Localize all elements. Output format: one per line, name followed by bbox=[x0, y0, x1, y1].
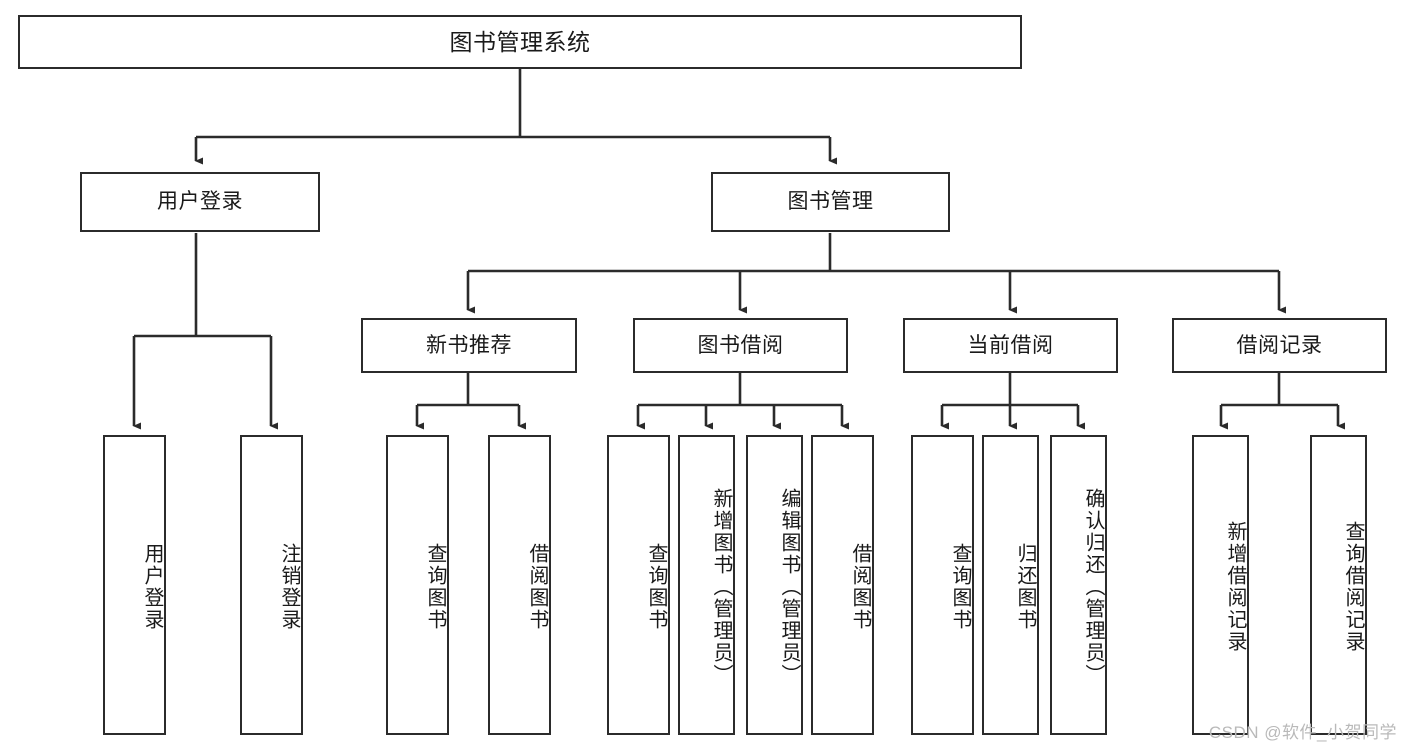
leaf-label: 编辑图书（管理员） bbox=[778, 488, 800, 686]
leaf-new-book-borrow-book[interactable]: 借阅图书 bbox=[488, 435, 551, 735]
leaf-book-borrow-borrow-book[interactable]: 借阅图书 bbox=[811, 435, 874, 735]
leaf-current-borrow-query-book[interactable]: 查询图书 bbox=[911, 435, 974, 735]
leaf-book-borrow-query-book[interactable]: 查询图书 bbox=[607, 435, 670, 735]
csdn-watermark: CSDN @软件_小贺同学 bbox=[1208, 723, 1397, 742]
leaf-label: 确认归还（管理员） bbox=[1082, 488, 1104, 686]
leaf-label: 新增借阅记录 bbox=[1224, 521, 1246, 653]
leaf-user-login-logout[interactable]: 注销登录 bbox=[240, 435, 303, 735]
leaf-borrow-record-add-record[interactable]: 新增借阅记录 bbox=[1192, 435, 1249, 735]
leaf-label: 查询图书 bbox=[424, 543, 446, 631]
leaf-borrow-record-query-record[interactable]: 查询借阅记录 bbox=[1310, 435, 1367, 735]
leaf-label: 归还图书 bbox=[1014, 543, 1036, 631]
leaf-label: 查询图书 bbox=[645, 543, 667, 631]
leaf-label: 新增图书（管理员） bbox=[710, 488, 732, 686]
leaf-label: 注销登录 bbox=[278, 543, 300, 631]
node-book-borrow[interactable]: 图书借阅 bbox=[633, 318, 848, 373]
leaf-label: 查询图书 bbox=[949, 543, 971, 631]
leaf-label: 借阅图书 bbox=[526, 543, 548, 631]
node-root-system[interactable]: 图书管理系统 bbox=[18, 15, 1022, 69]
node-new-book-recommend[interactable]: 新书推荐 bbox=[361, 318, 577, 373]
leaf-current-borrow-return-book[interactable]: 归还图书 bbox=[982, 435, 1039, 735]
leaf-label: 用户登录 bbox=[141, 543, 163, 631]
leaf-new-book-query-book[interactable]: 查询图书 bbox=[386, 435, 449, 735]
leaf-label: 借阅图书 bbox=[849, 543, 871, 631]
leaf-user-login-login[interactable]: 用户登录 bbox=[103, 435, 166, 735]
leaf-label: 查询借阅记录 bbox=[1342, 521, 1364, 653]
leaf-book-borrow-edit-book-admin[interactable]: 编辑图书（管理员） bbox=[746, 435, 803, 735]
node-current-borrow[interactable]: 当前借阅 bbox=[903, 318, 1118, 373]
node-user-login[interactable]: 用户登录 bbox=[80, 172, 320, 232]
leaf-current-borrow-confirm-return-admin[interactable]: 确认归还（管理员） bbox=[1050, 435, 1107, 735]
node-book-management[interactable]: 图书管理 bbox=[711, 172, 950, 232]
node-borrow-record[interactable]: 借阅记录 bbox=[1172, 318, 1387, 373]
leaf-book-borrow-add-book-admin[interactable]: 新增图书（管理员） bbox=[678, 435, 735, 735]
